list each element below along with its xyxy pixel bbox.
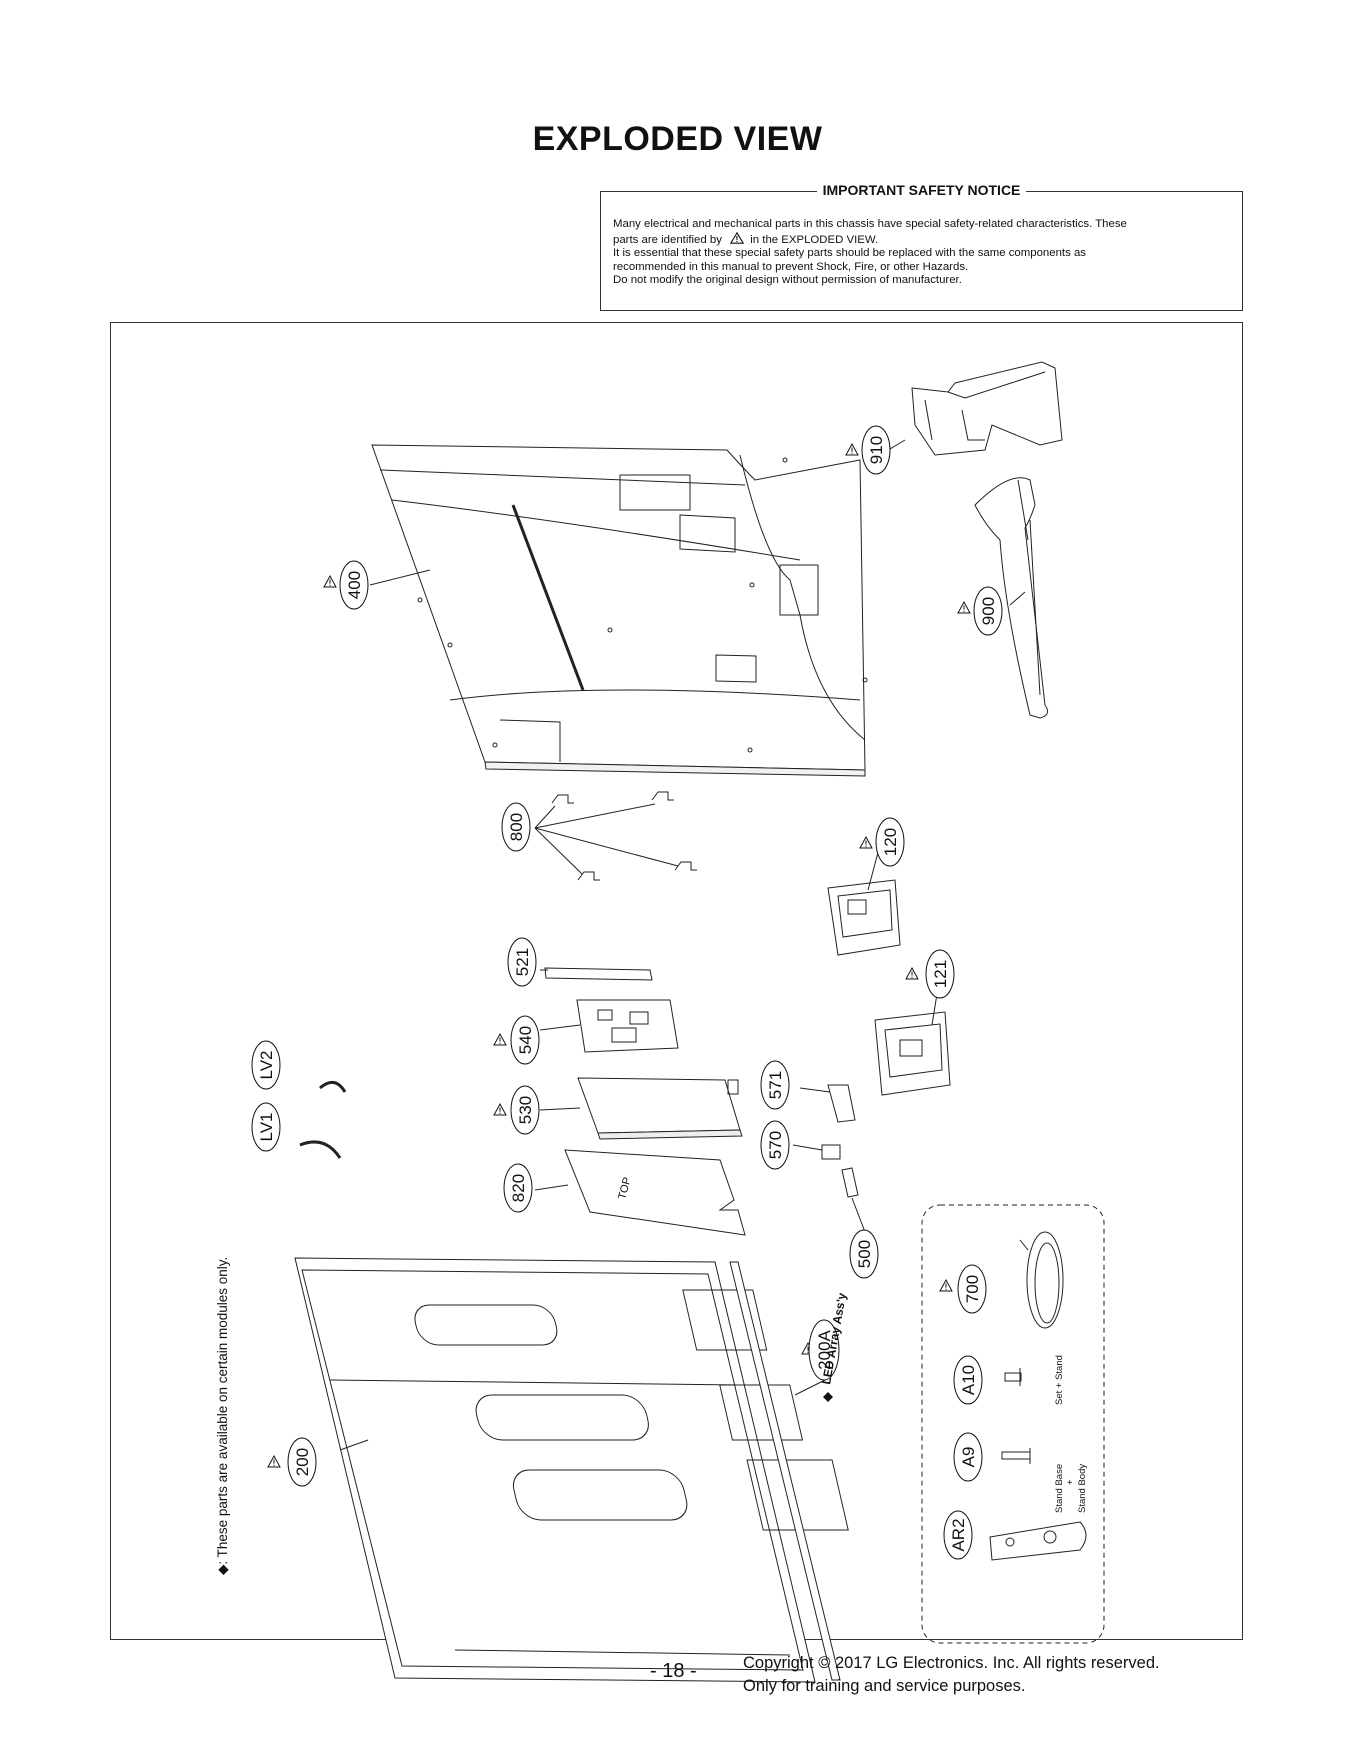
copyright-block: Copyright © 2017 LG Electronics. Inc. Al… xyxy=(743,1652,1160,1698)
notice-line-1: Many electrical and mechanical parts in … xyxy=(613,218,1127,230)
copyright-line-1: Copyright © 2017 LG Electronics. Inc. Al… xyxy=(743,1654,1160,1672)
copyright-line-2: Only for training and service purposes. xyxy=(743,1677,1026,1695)
notice-line-2a: parts are identified by xyxy=(613,233,722,246)
safety-notice-heading: IMPORTANT SAFETY NOTICE xyxy=(816,182,1027,198)
svg-text:!: ! xyxy=(736,235,739,244)
notice-line-4: recommended in this manual to prevent Sh… xyxy=(613,260,969,273)
safety-notice-box: IMPORTANT SAFETY NOTICE Many electrical … xyxy=(600,182,1243,311)
warning-triangle-icon: ! xyxy=(729,231,745,244)
notice-line-3: It is essential that these special safet… xyxy=(613,247,1086,260)
page-title: EXPLODED VIEW xyxy=(532,120,823,158)
notice-line-5: Do not modify the original design withou… xyxy=(613,274,962,287)
notice-line-2b: in the EXPLODED VIEW. xyxy=(750,233,879,246)
safety-notice-text: Many electrical and mechanical parts in … xyxy=(613,218,1230,288)
diagram-frame xyxy=(110,322,1243,1640)
page-number: - 18 - xyxy=(650,1660,697,1682)
